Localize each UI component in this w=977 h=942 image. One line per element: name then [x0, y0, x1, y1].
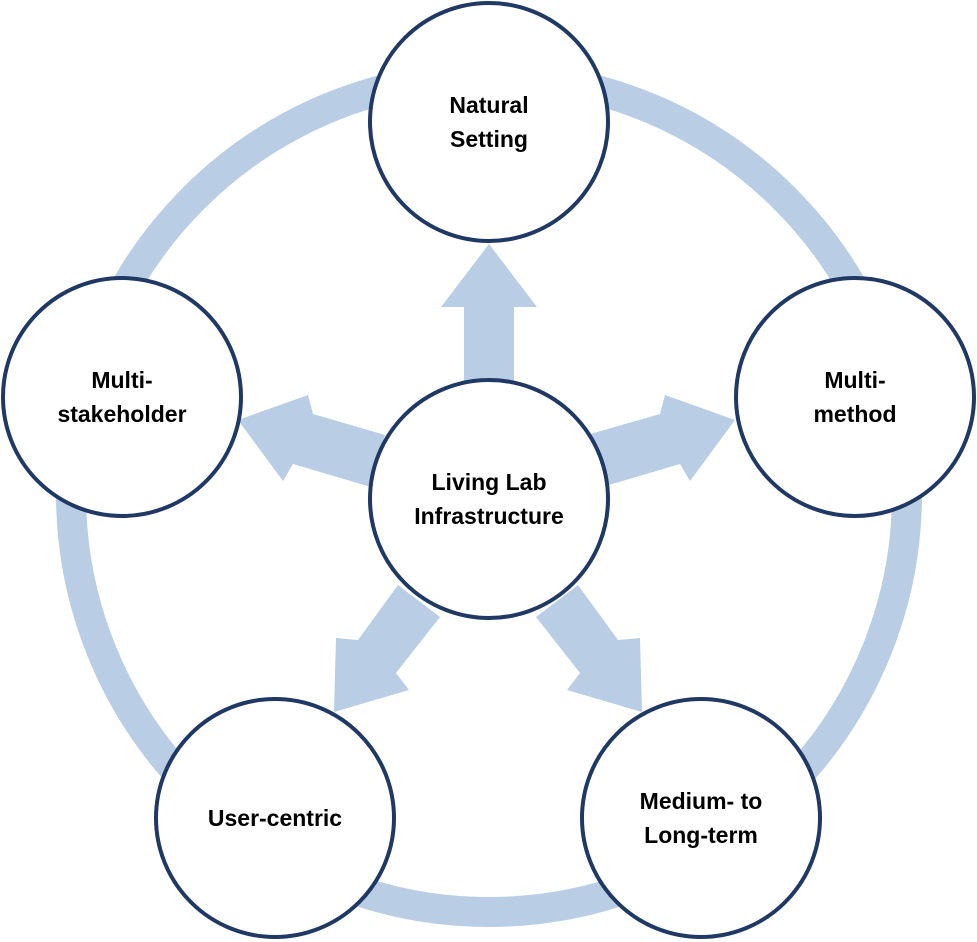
node-medium-to-long-term-label: Medium- to	[640, 788, 763, 814]
node-medium-to-long-term: Medium- to Long-term	[580, 697, 822, 939]
arrow-to-user-centric	[334, 585, 440, 712]
node-natural-setting-circle	[368, 1, 610, 243]
node-multi-method-label: method	[813, 401, 896, 427]
arrow-to-multi-stakeholder	[238, 395, 385, 487]
node-multi-stakeholder-label: Multi-	[91, 367, 152, 393]
arrow-to-medium-to-long-term	[536, 585, 642, 712]
node-natural-setting-label: Natural	[449, 92, 528, 118]
center-node-living-lab-infrastructure-label: Infrastructure	[414, 503, 564, 529]
center-node-living-lab-infrastructure-circle	[368, 378, 610, 620]
node-multi-method-circle	[734, 276, 976, 518]
node-user-centric-circle	[154, 697, 396, 939]
node-multi-stakeholder: Multi-stakeholder	[1, 276, 243, 518]
node-natural-setting-label: Setting	[450, 126, 528, 152]
node-multi-stakeholder-label: stakeholder	[57, 401, 186, 427]
node-multi-stakeholder-circle	[1, 276, 243, 518]
node-multi-method: Multi-method	[734, 276, 976, 518]
arrow-to-natural-setting	[441, 244, 537, 385]
node-medium-to-long-term-label: Long-term	[644, 822, 758, 848]
node-user-centric-label: User-centric	[208, 805, 342, 831]
arrow-to-multi-method	[587, 395, 735, 487]
center-node-living-lab-infrastructure-label: Living Lab	[432, 469, 547, 495]
node-medium-to-long-term-circle	[580, 697, 822, 939]
node-multi-method-label: Multi-	[824, 367, 885, 393]
node-user-centric: User-centric	[154, 697, 396, 939]
